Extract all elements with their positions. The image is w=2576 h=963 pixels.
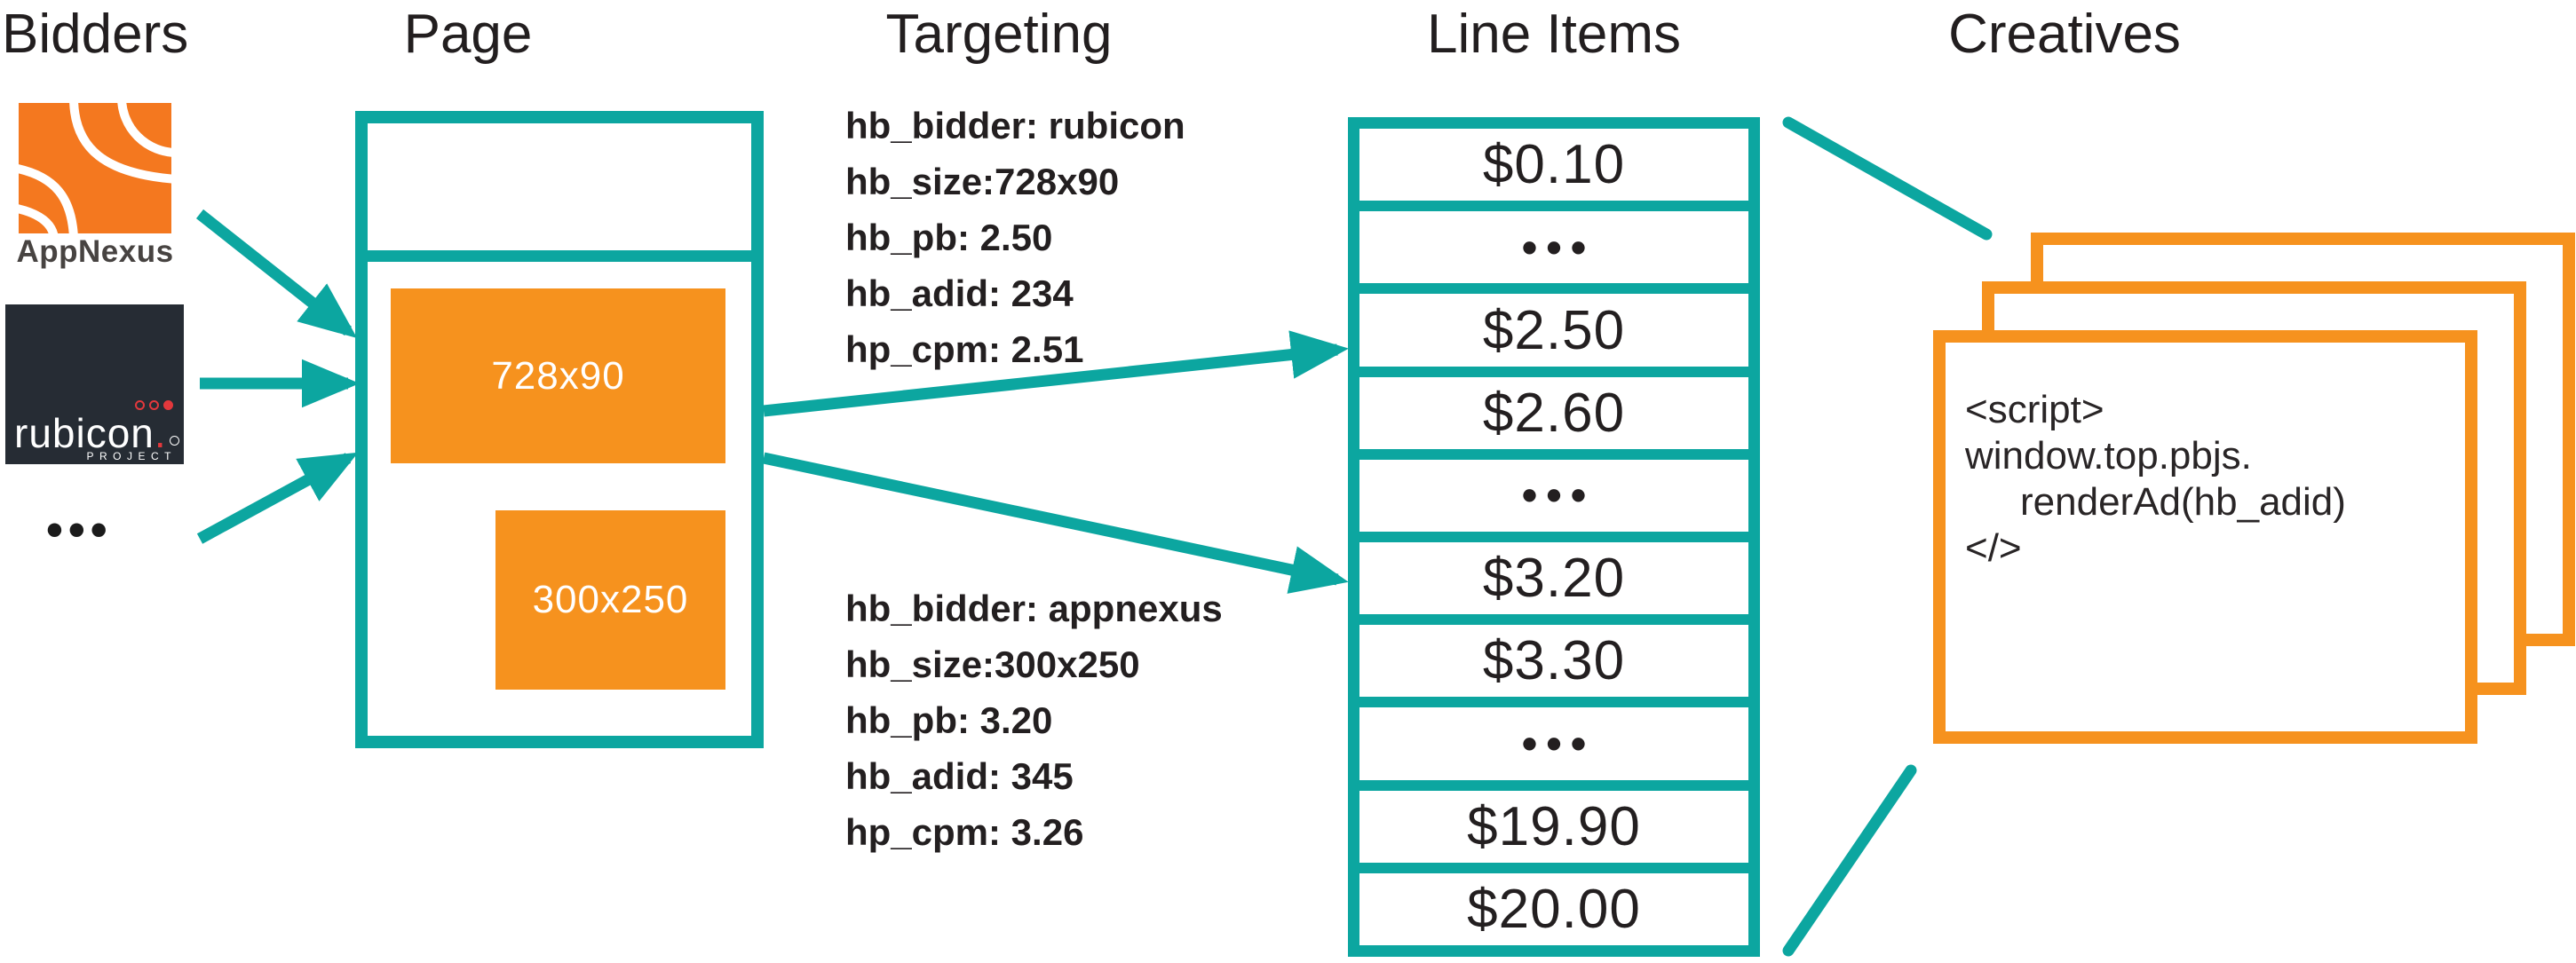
line-table-to-creatives-top <box>1782 116 1993 241</box>
line-items-table: $0.10•••$2.50$2.60•••$3.20$3.30•••$19.90… <box>1348 117 1760 957</box>
line-item-row: $3.20 <box>1359 542 1748 626</box>
more-bidders-ellipsis: ••• <box>46 503 113 556</box>
line-item-row: $2.50 <box>1359 294 1748 377</box>
targeting-line: hb_bidder: rubicon <box>845 105 1185 146</box>
creative-code-line: </> <box>1965 526 2022 570</box>
appnexus-label: AppNexus <box>16 234 174 269</box>
registered-mark-icon <box>169 436 179 446</box>
rubicon-logo: rubicon. PROJECT <box>5 304 184 464</box>
line-item-row: $3.30 <box>1359 625 1748 708</box>
targeting-line: hp_cpm: 3.26 <box>845 811 1084 853</box>
line-item-row: ••• <box>1359 211 1748 295</box>
page-wireframe: 728x90 300x250 <box>355 111 764 748</box>
targeting-line: hb_bidder: appnexus <box>845 588 1223 629</box>
appnexus-mark-icon <box>12 97 178 240</box>
arrow-morebidders-to-page <box>196 452 359 544</box>
creative-code-line: renderAd(hb_adid) <box>2020 480 2346 524</box>
targeting-line: hb_size:728x90 <box>845 161 1120 202</box>
appnexus-logo <box>12 97 178 240</box>
line-item-row: $0.10 <box>1359 129 1748 212</box>
creative-code-line: window.top.pbjs. <box>1965 434 2252 478</box>
creative-code-line: <script> <box>1965 388 2104 431</box>
targeting-line: hb_pb: 2.50 <box>845 217 1053 258</box>
creative-card-front: <script>window.top.pbjs.renderAd(hb_adid… <box>1933 330 2477 744</box>
line-item-row: $2.60 <box>1359 377 1748 460</box>
targeting-line: hb_size:300x250 <box>845 643 1140 685</box>
rubicon-wordmark: rubicon. <box>14 409 179 457</box>
bidders-header: Bidders <box>2 4 189 65</box>
targeting-block-appnexus: hb_bidder: appnexus hb_size:300x250 hb_pb:… <box>845 580 1223 860</box>
line-table-to-creatives-bottom <box>1782 764 1917 957</box>
targeting-header: Targeting <box>885 4 1113 65</box>
arrow-page-to-lineitem-320 <box>762 452 1349 594</box>
arrow-page-to-lineitem-250 <box>763 330 1349 417</box>
rubicon-project-label: PROJECT <box>86 450 177 462</box>
targeting-line: hb_adid: 345 <box>845 755 1074 797</box>
arrow-appnexus-to-page <box>195 209 358 339</box>
line-item-row: ••• <box>1359 707 1748 791</box>
creatives-header: Creatives <box>1948 4 2181 65</box>
page-header: Page <box>403 4 533 65</box>
ad-slot-728x90: 728x90 <box>391 288 725 463</box>
line-items-header: Line Items <box>1426 4 1682 65</box>
line-item-row: $19.90 <box>1359 791 1748 873</box>
page-header-divider <box>368 250 751 262</box>
line-item-row: $20.00 <box>1467 878 1641 940</box>
rubicon-dots-icon <box>135 400 173 410</box>
line-item-row: ••• <box>1359 460 1748 543</box>
targeting-line: hb_pb: 3.20 <box>845 699 1053 741</box>
targeting-line: hb_adid: 234 <box>845 272 1074 314</box>
ad-slot-300x250: 300x250 <box>495 510 725 690</box>
targeting-line: hp_cpm: 2.51 <box>845 328 1084 370</box>
targeting-block-rubicon: hb_bidder: rubicon hb_size:728x90 hb_pb: 2… <box>845 98 1185 377</box>
